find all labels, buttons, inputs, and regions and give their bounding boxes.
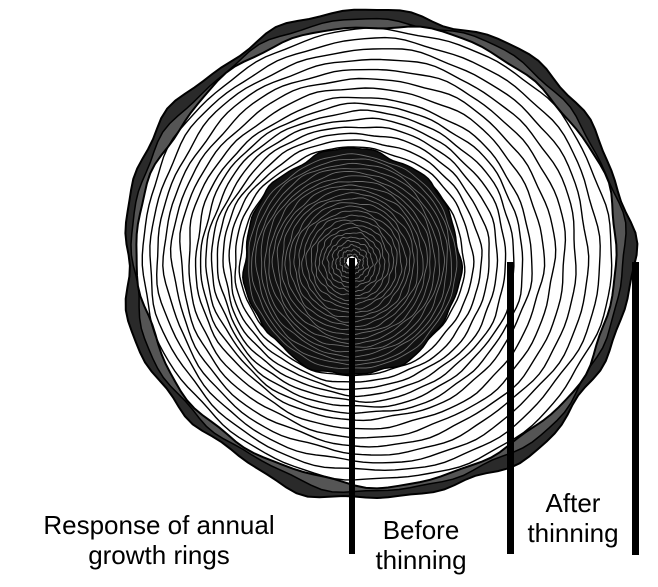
- response-label-line-2: growth rings: [0, 540, 318, 570]
- response-bar: [349, 258, 355, 554]
- response-label-line-1: Response of annual: [0, 510, 318, 540]
- before-label-line-1: Before: [360, 515, 482, 545]
- after-thinning-label: After thinning: [513, 488, 633, 548]
- before-thinning-label: Before thinning: [360, 515, 482, 575]
- before-label-line-2: thinning: [360, 545, 482, 575]
- after-label-line-1: After: [513, 488, 633, 518]
- after-label-line-2: thinning: [513, 518, 633, 548]
- after-thinning-bar: [632, 262, 639, 555]
- response-of-annual-growth-rings-label: Response of annual growth rings: [0, 510, 318, 570]
